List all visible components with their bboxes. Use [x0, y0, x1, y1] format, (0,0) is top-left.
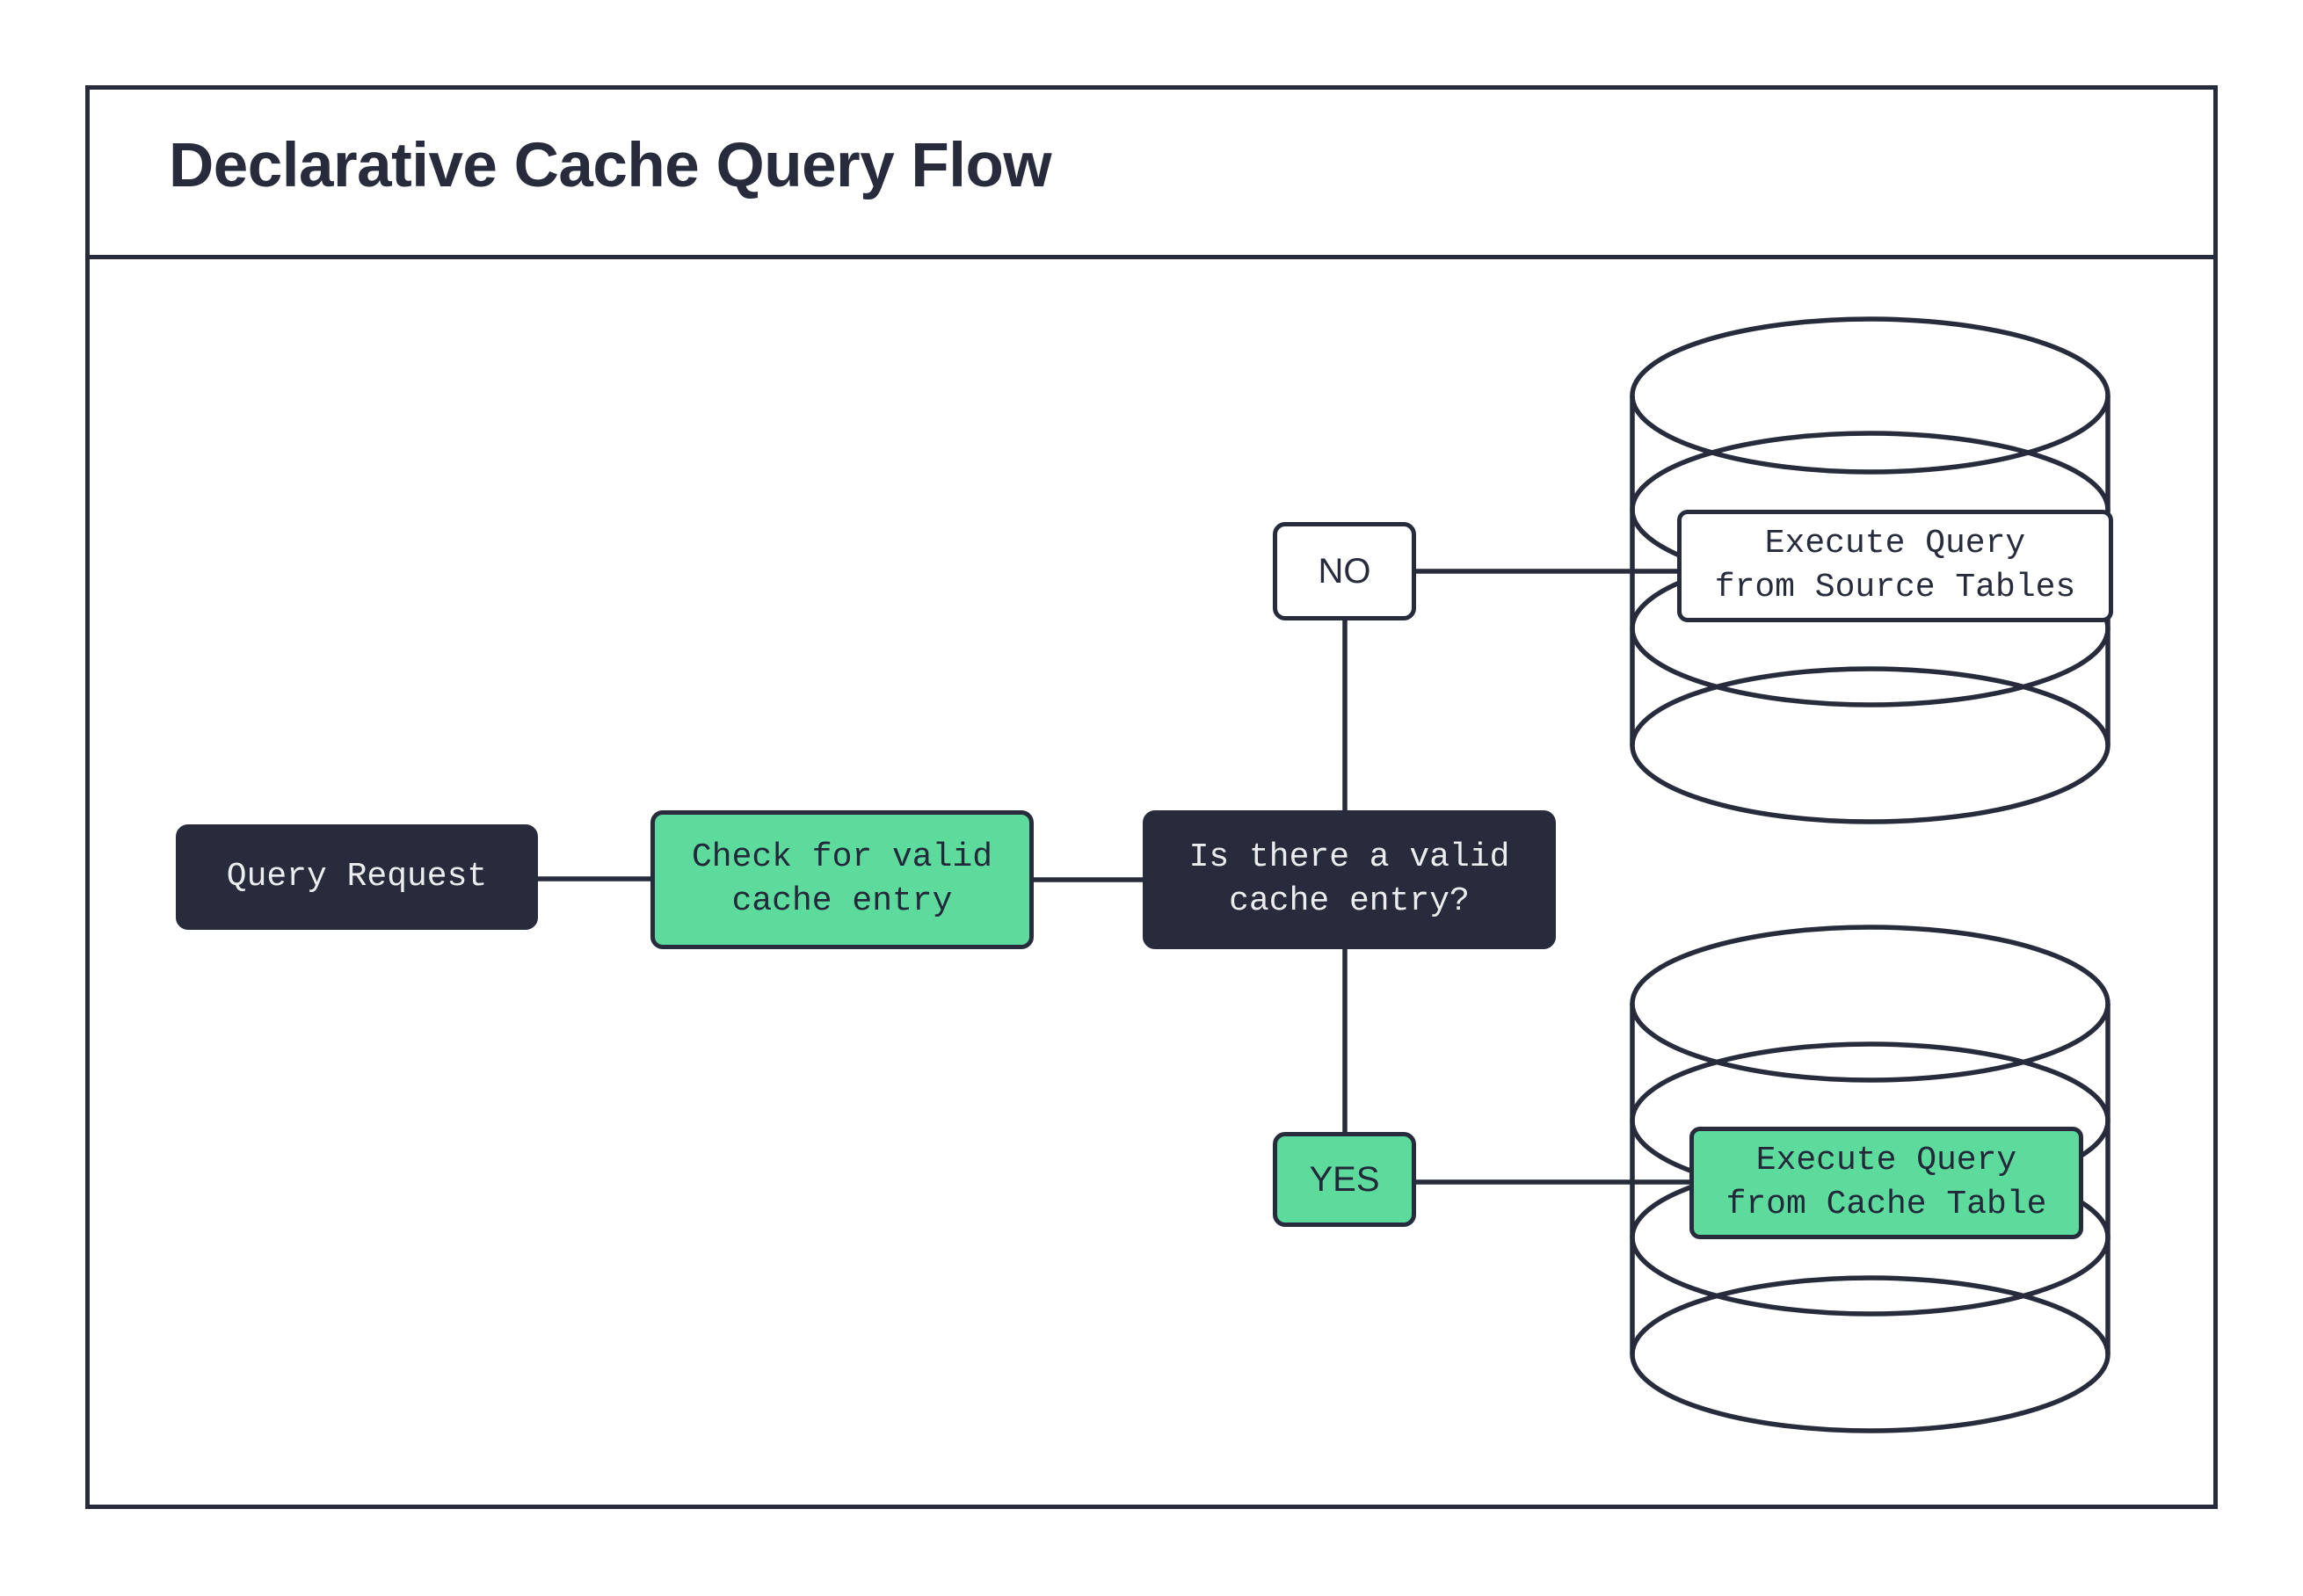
branch-label-yes[interactable]: YES — [1273, 1132, 1416, 1227]
node-query-request[interactable]: Query Request — [176, 824, 538, 930]
node-execute-query-from-cache-table[interactable]: Execute Query from Cache Table — [1689, 1127, 2083, 1239]
node-is-there-a-valid-cache-entry[interactable]: Is there a valid cache entry? — [1143, 810, 1556, 949]
diagram-frame — [85, 85, 2218, 1509]
branch-label-no[interactable]: NO — [1273, 522, 1416, 620]
node-check-for-valid-cache-entry[interactable]: Check for valid cache entry — [650, 810, 1034, 949]
diagram-title-bar — [85, 85, 2218, 259]
page-title: Declarative Cache Query Flow — [169, 131, 1052, 200]
node-execute-query-from-source-tables[interactable]: Execute Query from Source Tables — [1677, 510, 2113, 622]
